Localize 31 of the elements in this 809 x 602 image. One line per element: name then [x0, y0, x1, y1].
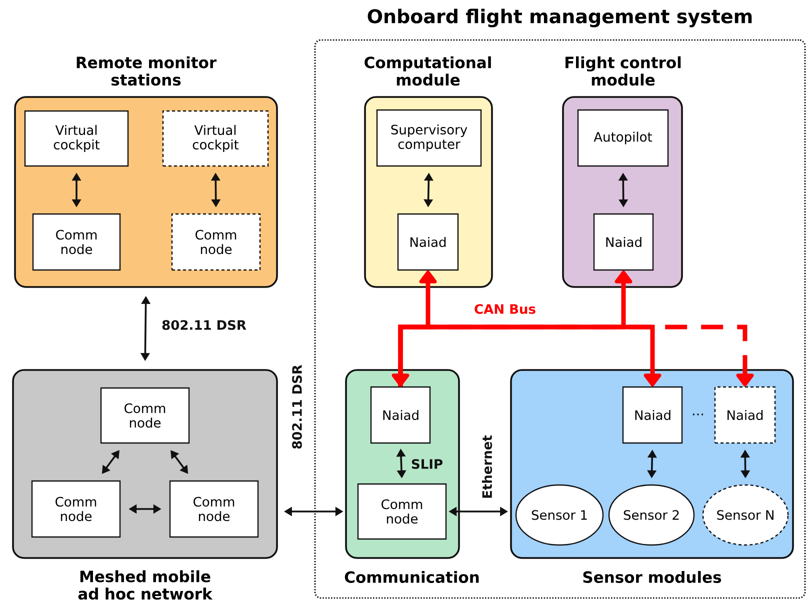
component-box: Naiad: [593, 213, 654, 271]
edge-label: Ethernet: [482, 435, 492, 498]
component-box: Comm node: [357, 483, 447, 540]
component-box: Comm node: [31, 480, 121, 538]
component-box: Comm node: [32, 213, 121, 271]
module-title: Onboard flight management system: [368, 8, 752, 28]
component-box: Supervisory computer: [376, 109, 482, 167]
component-box: Naiad: [622, 386, 683, 444]
arrow: [398, 324, 754, 386]
component-box: Comm node: [169, 480, 259, 538]
ellipsis-label: ⋯: [693, 414, 703, 416]
module-title: Computational module: [364, 56, 491, 86]
module-title: Remote monitor stations: [76, 56, 217, 86]
component-box: Autopilot: [577, 109, 669, 167]
component-box: Naiad: [714, 386, 776, 444]
edge-label: SLIP: [412, 459, 442, 469]
component-box: Comm node: [171, 213, 261, 271]
arrow: [392, 270, 437, 386]
component-box: Naiad: [370, 386, 431, 444]
edge-label: 802.11 DSR: [162, 320, 246, 330]
module-title: Communication: [344, 571, 479, 583]
module-title: Flight control module: [566, 56, 681, 86]
component-box: Naiad: [397, 213, 459, 271]
edge-label: 802.11 DSR: [292, 364, 302, 449]
arrow: [398, 324, 662, 386]
module-title: Sensor modules: [583, 571, 722, 583]
component-box: Virtual cockpit: [162, 110, 269, 167]
edge-label: CAN Bus: [474, 304, 536, 314]
module-title: Meshed mobile ad hoc network: [78, 570, 213, 600]
component-box: Virtual cockpit: [24, 110, 129, 167]
component-box: Comm node: [100, 387, 190, 444]
